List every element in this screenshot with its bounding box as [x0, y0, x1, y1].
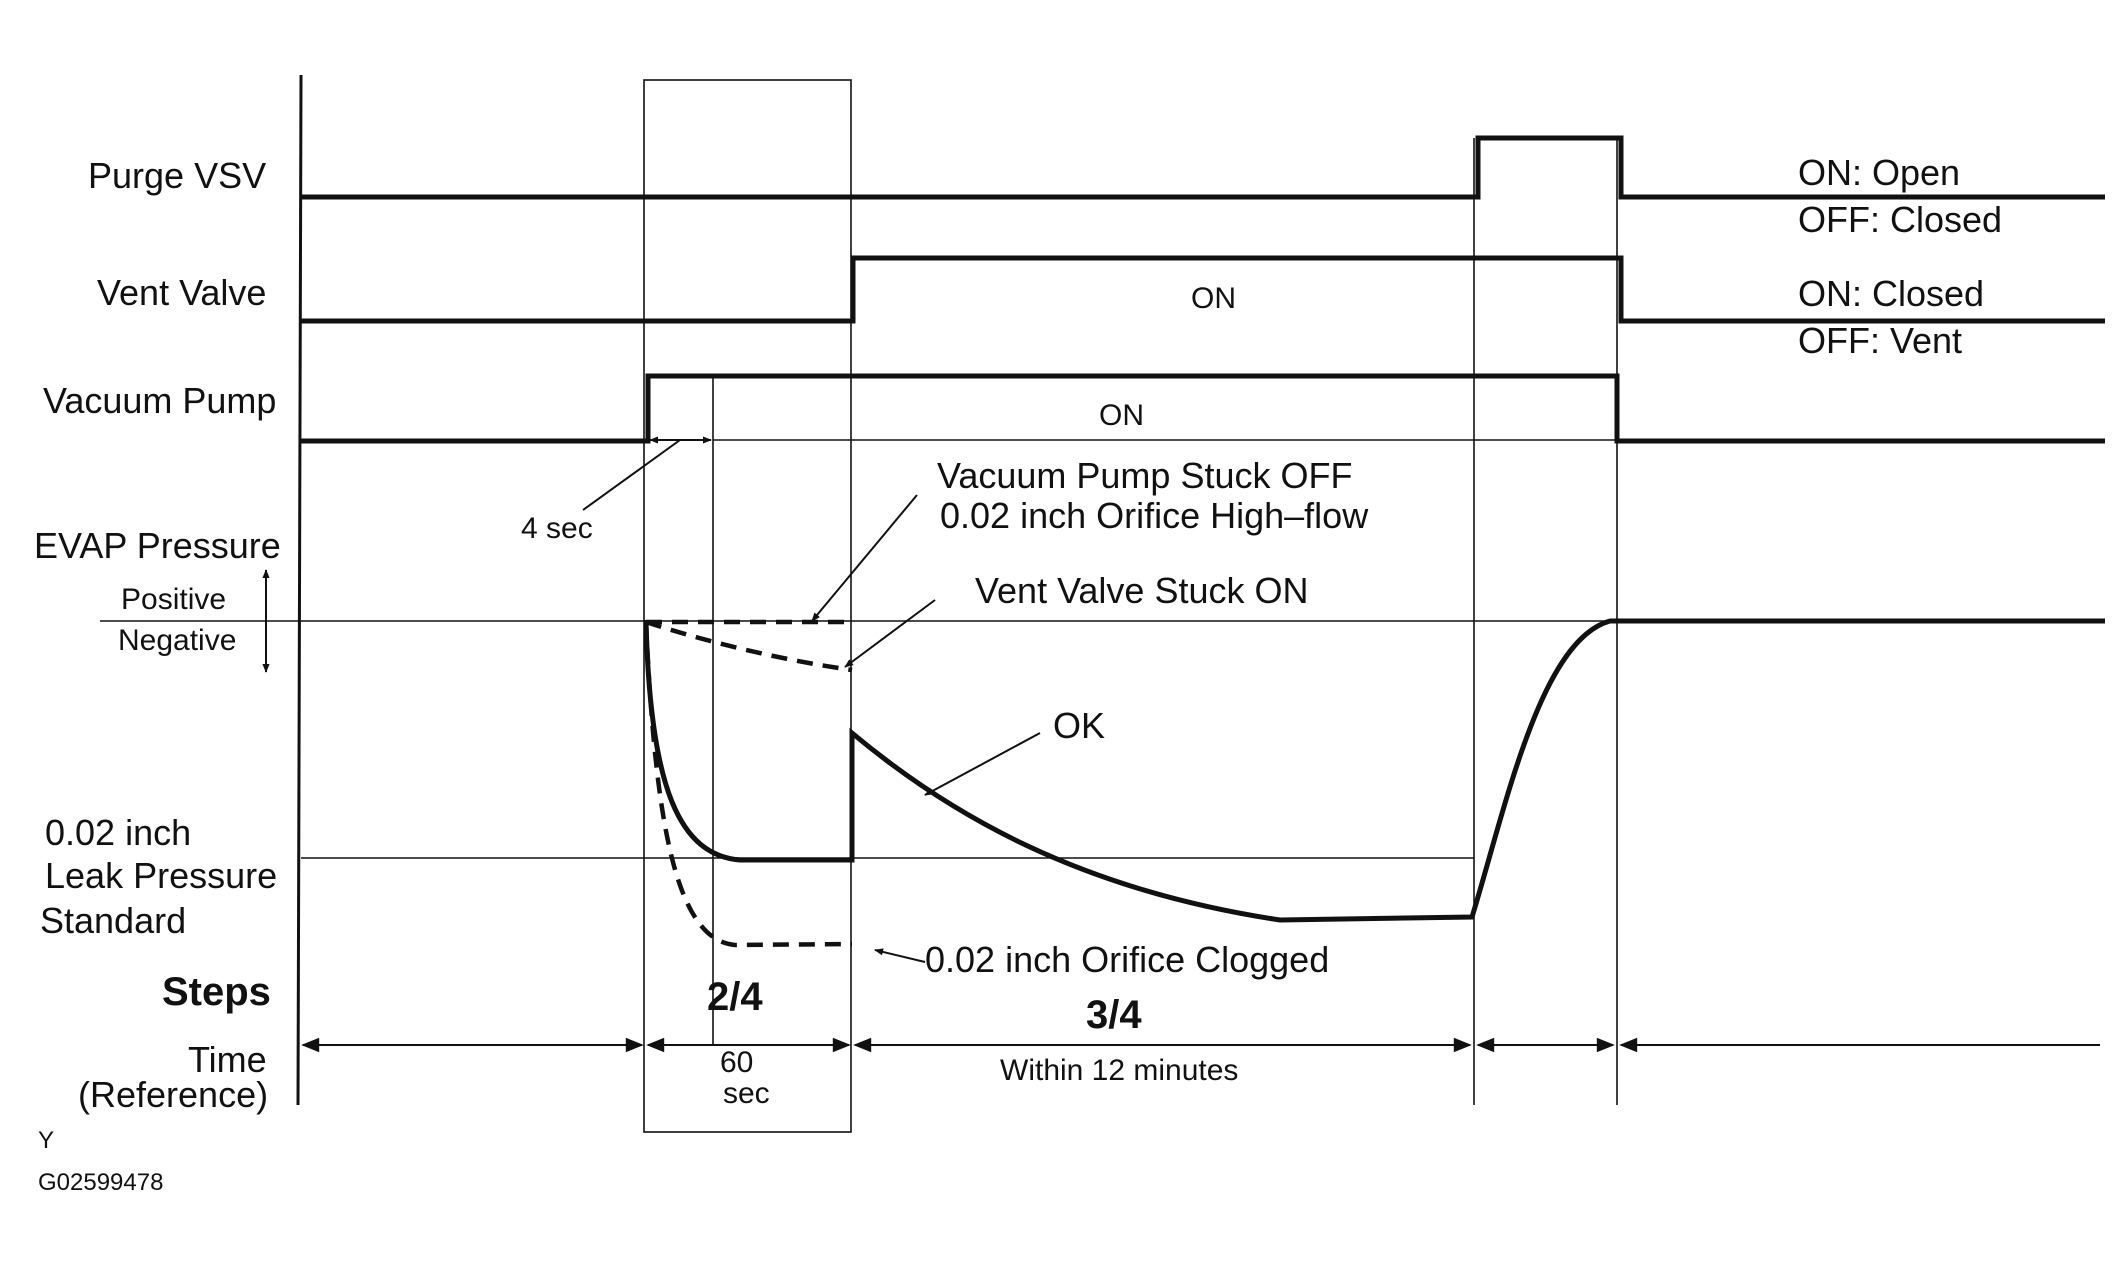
- step-2-label: 2/4: [707, 975, 763, 1019]
- evap-pressure-ok-trace: [643, 618, 2105, 923]
- label-vent-valve: Vent Valve: [97, 272, 266, 313]
- vent-valve-on-label: ON: [1191, 282, 1236, 315]
- annotation-4sec: 4 sec: [521, 512, 593, 545]
- vacuum-pump-on-label: ON: [1099, 399, 1144, 432]
- label-negative: Negative: [118, 624, 236, 657]
- vacuum-pump-signal: [301, 373, 2105, 444]
- label-evap-pressure: EVAP Pressure: [34, 525, 281, 566]
- footer-code: G02599478: [38, 1169, 163, 1196]
- time-sec: sec: [723, 1077, 770, 1110]
- purge-vsv-signal: [301, 135, 2105, 200]
- pointer-vent-stuck: [844, 599, 936, 668]
- label-vacuum-pump: Vacuum Pump: [43, 380, 276, 421]
- label-purge-vsv: Purge VSV: [88, 155, 266, 196]
- annotation-pump-stuck-off: Vacuum Pump Stuck OFF: [937, 455, 1352, 496]
- annotation-orifice-high-flow: 0.02 inch Orifice High–flow: [940, 495, 1369, 536]
- label-reference: (Reference): [78, 1074, 268, 1115]
- label-steps: Steps: [162, 970, 271, 1014]
- evap-pressure-clogged-trace: [643, 621, 853, 948]
- label-positive: Positive: [121, 583, 226, 616]
- annotation-orifice-clogged: 0.02 inch Orifice Clogged: [925, 939, 1329, 980]
- time-within-12-minutes: Within 12 minutes: [1000, 1054, 1238, 1087]
- label-time: Time: [188, 1039, 267, 1080]
- label-leak-std-3: Standard: [40, 900, 186, 941]
- pointer-pump-stuck: [811, 494, 918, 622]
- label-leak-std-1: 0.02 inch: [45, 812, 191, 853]
- pointer-4sec: [582, 439, 681, 511]
- annotation-vent-stuck-on: Vent Valve Stuck ON: [975, 570, 1309, 611]
- evap-pressure-vent-stuck-trace: [645, 619, 853, 673]
- time-sixty: 60: [720, 1046, 753, 1079]
- vertical-axis: [296, 74, 303, 1106]
- legend-purge-off: OFF: Closed: [1798, 199, 2002, 240]
- legend-vent-off: OFF: Vent: [1798, 320, 1962, 361]
- pointer-clogged: [874, 948, 926, 963]
- step-3-label: 3/4: [1086, 993, 1142, 1037]
- footer-y: Y: [38, 1127, 54, 1154]
- pointer-ok: [924, 732, 1041, 796]
- legend-purge-on: ON: Open: [1798, 152, 1960, 193]
- annotation-ok: OK: [1053, 705, 1105, 746]
- vent-valve-signal: [301, 255, 2105, 324]
- step-2-box: [643, 79, 852, 1133]
- legend-vent-on: ON: Closed: [1798, 273, 1984, 314]
- label-leak-std-2: Leak Pressure: [45, 855, 277, 896]
